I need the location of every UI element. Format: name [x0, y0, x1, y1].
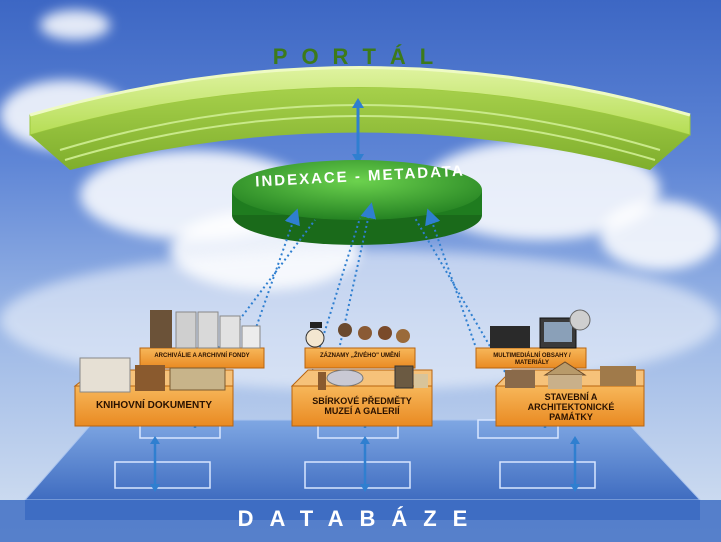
- box-knihovni: [75, 358, 233, 426]
- label-knihovni: KNIHOVNÍ DOKUMENTY: [80, 400, 228, 411]
- label-sbirkove: SBÍRKOVÉ PŘEDMĚTY MUZEÍ A GALERIÍ: [300, 396, 424, 416]
- box-zaznamy: [305, 322, 415, 368]
- label-zaznamy: ZÁZNAMY „ŽIVÉHO" UMĚNÍ: [310, 353, 410, 360]
- label-archivalie: ARCHIVÁLIE A ARCHIVNÍ FONDY: [148, 353, 256, 360]
- database-title: DATABÁZE: [0, 506, 721, 532]
- portal-title: PORTÁL: [200, 44, 520, 70]
- label-stavebni: STAVEBNÍ A ARCHITEKTONICKÉ PAMÁTKY: [506, 392, 636, 422]
- label-multimedialni: MULTIMEDIÁLNÍ OBSAHY / MATERIÁLY: [482, 353, 582, 367]
